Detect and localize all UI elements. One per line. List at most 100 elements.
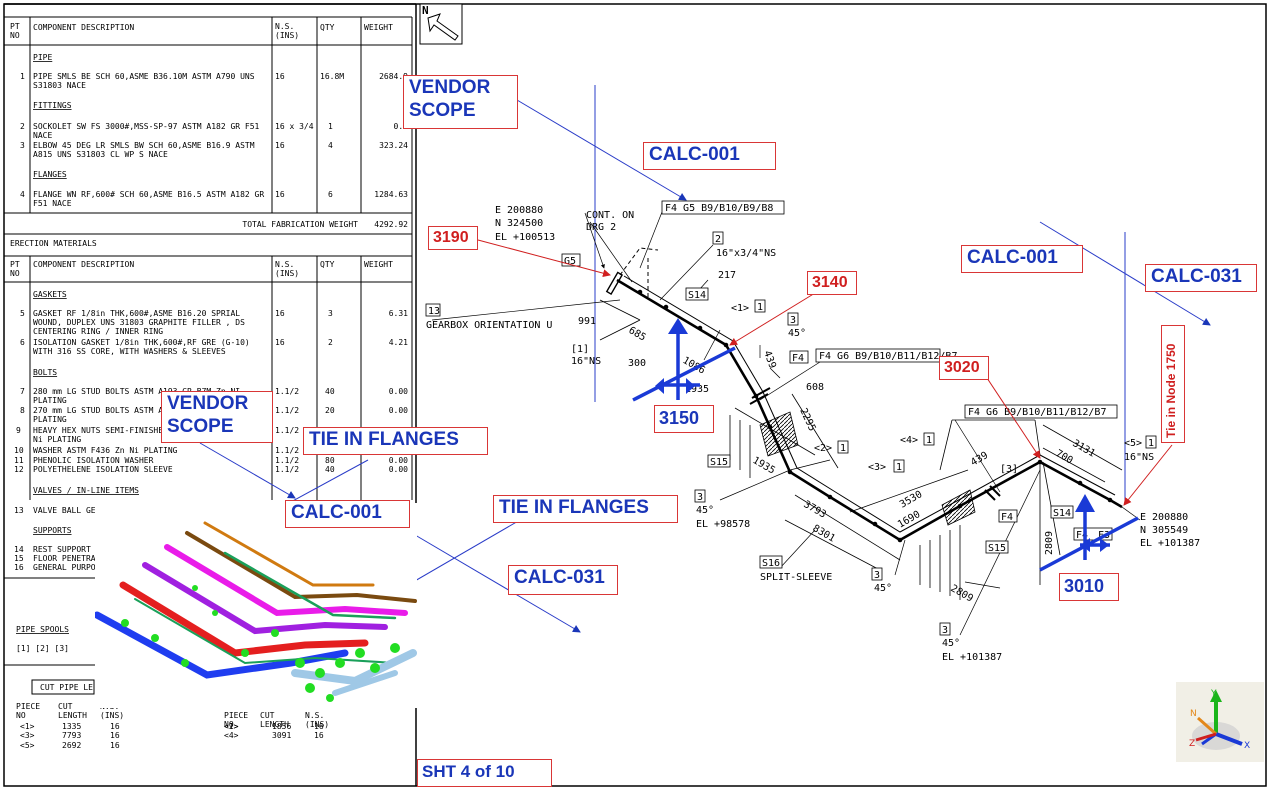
- pipe-spools-title: PIPE SPOOLS: [16, 625, 69, 634]
- section-valves: VALVES / IN-LINE ITEMS: [33, 486, 139, 495]
- svg-text:1: 1: [757, 302, 763, 313]
- svg-text:1: 1: [896, 462, 902, 473]
- coord-start-e: E 200880: [495, 205, 543, 216]
- svg-text:15: 15: [14, 554, 24, 563]
- svg-text:1: 1: [840, 443, 846, 454]
- svg-text:13: 13: [14, 506, 24, 515]
- gearbox-orientation: GEARBOX ORIENTATION U: [426, 320, 552, 331]
- svg-text:1.1/2: 1.1/2: [275, 465, 299, 474]
- svg-text:F4: F4: [1076, 530, 1088, 541]
- svg-text:F4: F4: [1001, 512, 1013, 523]
- svg-text:1.1/2: 1.1/2: [275, 426, 299, 435]
- svg-text:N: N: [422, 4, 429, 17]
- row-general-purpose: GENERAL PURPO: [33, 563, 96, 572]
- svg-text:Z: Z: [1189, 739, 1195, 749]
- svg-text:WOUND, DUPLEX UNS 31803 GRAPHI: WOUND, DUPLEX UNS 31803 GRAPHITE FILLER …: [33, 318, 245, 327]
- svg-text:S15: S15: [710, 457, 728, 468]
- svg-text:16"NS: 16"NS: [1124, 452, 1154, 463]
- svg-text:3: 3: [942, 625, 948, 636]
- calc-031-callout-right: CALC-031: [1145, 264, 1257, 292]
- svg-text:2684.9: 2684.9: [379, 72, 408, 81]
- col-ns: N.S.(INS): [275, 22, 299, 40]
- svg-text:<1>: <1>: [20, 722, 35, 731]
- svg-text:3: 3: [874, 570, 880, 581]
- node-3010: 3010: [1059, 573, 1119, 601]
- node-leaders: [477, 239, 1173, 506]
- svg-text:S14: S14: [688, 290, 706, 301]
- svg-text:12: 12: [14, 465, 24, 474]
- row-stud-bolts-280: 280 mm LG STUD BOLTS ASTM A193 GR B7M Zn…: [33, 387, 240, 396]
- 3d-model-thumbnail: [95, 503, 417, 708]
- row-phenolic-washer: PHENOLIC ISOLATION WASHER: [33, 456, 154, 465]
- section-supports: SUPPORTS: [33, 526, 72, 535]
- svg-text:3: 3: [790, 315, 796, 326]
- svg-text:0.1: 0.1: [394, 122, 409, 131]
- svg-text:<2>: <2>: [224, 722, 239, 731]
- svg-text:2295: 2295: [797, 407, 817, 433]
- svg-text:16: 16: [275, 190, 285, 199]
- flange-spec-end: F4 G6 B9/B10/B11/B12/B7: [968, 407, 1106, 418]
- svg-text:S14: S14: [1053, 508, 1071, 519]
- tie-in-flanges-callout-2: TIE IN FLANGES: [493, 495, 678, 523]
- svg-text:PLATING: PLATING: [33, 396, 67, 405]
- svg-text:<1>: <1>: [731, 303, 749, 314]
- node-3140: 3140: [807, 271, 857, 295]
- svg-text:1.1/2: 1.1/2: [275, 406, 299, 415]
- svg-text:F51 NACE: F51 NACE: [33, 199, 72, 208]
- north-arrow-icon: N: [419, 3, 463, 45]
- svg-text:G5: G5: [564, 256, 576, 267]
- svg-text:0.00: 0.00: [389, 406, 408, 415]
- svg-text:7: 7: [20, 387, 25, 396]
- svg-text:1.1/2: 1.1/2: [275, 456, 299, 465]
- svg-text:CONT. ON: CONT. ON: [586, 210, 634, 221]
- svg-text:80: 80: [325, 456, 335, 465]
- svg-text:<5>: <5>: [20, 741, 35, 750]
- svg-text:40: 40: [325, 387, 335, 396]
- svg-text:1935: 1935: [751, 455, 777, 477]
- col-description: COMPONENT DESCRIPTION: [33, 23, 134, 32]
- svg-text:<4>: <4>: [224, 731, 239, 740]
- svg-text:2: 2: [715, 234, 721, 245]
- svg-text:[1]: [1]: [571, 344, 589, 355]
- svg-text:N.S.(INS): N.S.(INS): [305, 711, 329, 729]
- svg-text:PLATING: PLATING: [33, 415, 67, 424]
- calc-001-callout-left: CALC-001: [285, 500, 410, 528]
- section-gaskets: GASKETS: [33, 290, 67, 299]
- svg-text:2809: 2809: [949, 583, 975, 605]
- svg-text:1: 1: [926, 435, 932, 446]
- row-rest-support: REST SUPPORT: [33, 545, 91, 554]
- svg-text:6: 6: [20, 338, 25, 347]
- svg-text:<3>: <3>: [868, 462, 886, 473]
- svg-text:10: 10: [14, 446, 24, 455]
- svg-text:5: 5: [20, 309, 25, 318]
- cut-length-5: 2692: [62, 741, 81, 750]
- svg-text:3530: 3530: [898, 489, 924, 511]
- row-valve: VALVE BALL GE: [33, 506, 96, 515]
- section-bolts: BOLTS: [33, 368, 57, 377]
- col-qty: QTY: [320, 23, 335, 32]
- svg-text:X: X: [1244, 741, 1250, 751]
- svg-text:40: 40: [325, 465, 335, 474]
- coord-end-el: EL +101387: [1140, 538, 1200, 549]
- row-elbow: ELBOW 45 DEG LR SMLS BW SCH 60,ASME B16.…: [33, 141, 255, 150]
- svg-text:16: 16: [110, 722, 120, 731]
- svg-text:1935: 1935: [685, 384, 709, 395]
- coord-end-n: N 305549: [1140, 525, 1188, 536]
- vendor-scope-callout-left: VENDOR SCOPE: [161, 391, 273, 443]
- node-3150: 3150: [654, 405, 714, 433]
- tie-in-node-note: Tie in Node 1750: [1161, 325, 1185, 443]
- calc-001-callout-top: CALC-001: [643, 142, 776, 170]
- svg-text:1.1/2: 1.1/2: [275, 387, 299, 396]
- svg-text:Ni PLATING: Ni PLATING: [33, 435, 81, 444]
- svg-text:<1>: <1>: [224, 722, 239, 731]
- row-isolation-gasket: ISOLATION GASKET 1/8in THK,600#,RF GRE (…: [33, 338, 250, 347]
- pipe-spools-list: [1] [2] [3]: [16, 644, 69, 653]
- svg-text:16: 16: [275, 141, 285, 150]
- cut-length-2: 1856: [272, 722, 291, 731]
- section-fittings: FITTINGS: [33, 101, 72, 110]
- svg-text:439: 439: [761, 349, 778, 370]
- svg-text:1: 1: [328, 122, 333, 131]
